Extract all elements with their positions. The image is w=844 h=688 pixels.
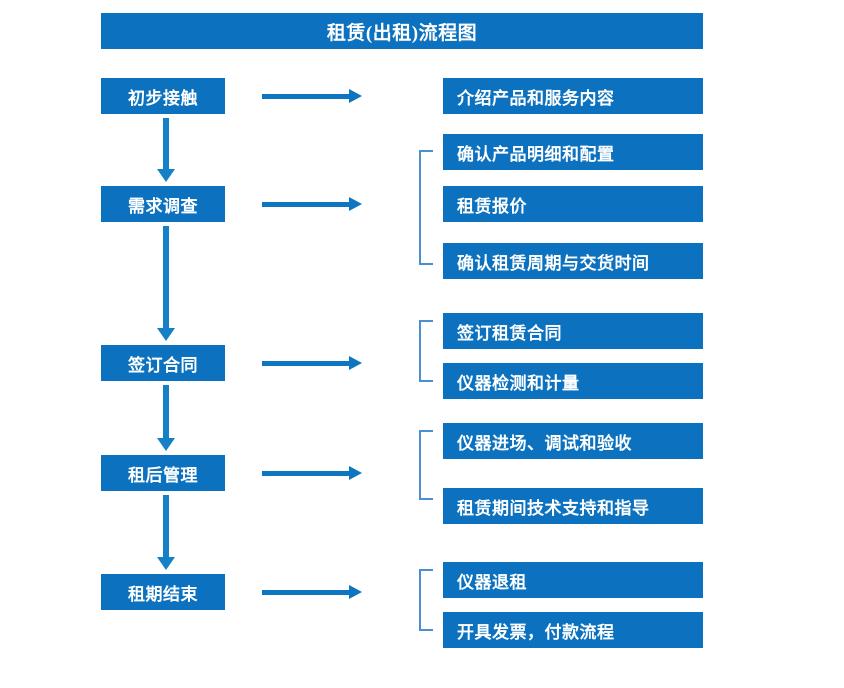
group-bracket-2 [419,320,433,382]
stage-box-3[interactable]: 签订合同 [101,345,225,381]
arrow-shaft [262,471,350,476]
detail-box-7[interactable]: 仪器进场、调试和验收 [443,423,703,459]
horizontal-arrow-5 [262,584,362,600]
stage-box-4[interactable]: 租后管理 [101,455,225,491]
arrow-head [349,585,362,599]
detail-box-2[interactable]: 确认产品明细和配置 [443,134,703,170]
detail-box-6[interactable]: 仪器检测和计量 [443,363,703,399]
detail-box-10[interactable]: 开具发票，付款流程 [443,612,703,648]
arrow-head [157,557,175,570]
arrow-head [157,438,175,451]
arrow-shaft [163,118,169,170]
stage-box-5[interactable]: 租期结束 [101,574,225,610]
horizontal-arrow-1 [262,88,362,104]
arrow-shaft [163,385,169,439]
arrow-shaft [262,361,350,366]
arrow-shaft [262,94,350,99]
arrow-head [157,169,175,182]
arrow-head [349,197,362,211]
arrow-head [349,466,362,480]
arrow-head [157,328,175,341]
vertical-arrow-2 [157,226,175,341]
group-bracket-1 [419,150,433,265]
diagram-title: 租赁(出租)流程图 [101,13,703,49]
stage-box-2[interactable]: 需求调查 [101,186,225,222]
stage-box-1[interactable]: 初步接触 [101,78,225,114]
group-bracket-4 [419,569,433,631]
detail-box-3[interactable]: 租赁报价 [443,186,703,222]
arrow-shaft [262,202,350,207]
group-bracket-3 [419,430,433,500]
detail-box-4[interactable]: 确认租赁周期与交货时间 [443,243,703,279]
arrow-shaft [163,226,169,329]
vertical-arrow-1 [157,118,175,182]
detail-box-9[interactable]: 仪器退租 [443,562,703,598]
vertical-arrow-4 [157,495,175,570]
detail-box-8[interactable]: 租赁期间技术支持和指导 [443,488,703,524]
arrow-shaft [163,495,169,558]
vertical-arrow-3 [157,385,175,451]
arrow-shaft [262,590,350,595]
horizontal-arrow-4 [262,465,362,481]
arrow-head [349,356,362,370]
detail-box-5[interactable]: 签订租赁合同 [443,313,703,349]
horizontal-arrow-2 [262,196,362,212]
horizontal-arrow-3 [262,355,362,371]
detail-box-1[interactable]: 介绍产品和服务内容 [443,78,703,114]
arrow-head [349,89,362,103]
